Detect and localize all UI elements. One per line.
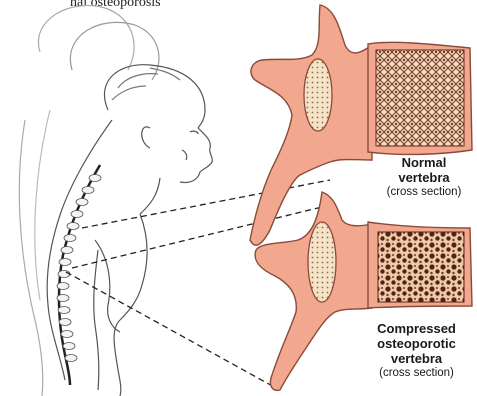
label-compressed-line4: (cross section) <box>356 366 477 381</box>
compressed-facet <box>308 222 336 302</box>
normal-body-spongy <box>376 50 464 146</box>
label-normal-line2: vertebra <box>372 170 476 185</box>
callout-compressed-bottom <box>66 272 276 388</box>
label-compressed-line3: vertebra <box>356 351 477 366</box>
label-normal-vertebra: Normal vertebra (cross section) <box>372 155 476 200</box>
label-compressed-vertebra: Compressed osteoporotic vertebra (cross … <box>356 321 477 381</box>
label-normal-line3: (cross section) <box>372 185 476 200</box>
spine-column <box>57 165 101 385</box>
face-profile <box>180 128 212 183</box>
label-compressed-line1: Compressed <box>356 321 477 336</box>
label-compressed-line2: osteoporotic <box>356 336 477 351</box>
arm <box>95 240 120 332</box>
callout-normal-top <box>82 180 330 228</box>
normal-vertebra <box>250 5 472 245</box>
normal-facet <box>304 59 332 131</box>
compressed-body-spongy <box>378 232 464 302</box>
ear <box>142 127 150 148</box>
label-normal-line1: Normal <box>372 155 476 170</box>
ghost-head-2 <box>70 22 159 80</box>
chest-front <box>120 214 147 320</box>
ghost-head-1 <box>38 6 134 70</box>
back-curve <box>47 120 112 380</box>
